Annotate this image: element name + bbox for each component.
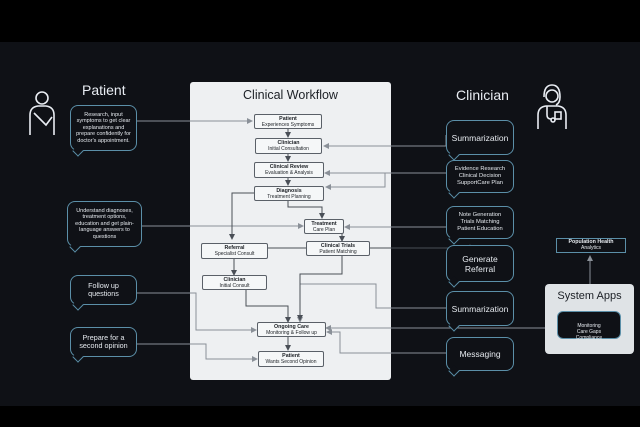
node-subtitle: Monitoring & Follow up (266, 330, 317, 336)
node-ongoing-care: Ongoing Care Monitoring & Follow up (257, 322, 326, 337)
population-health-box: Population Health Analytics (556, 238, 626, 253)
node-title: Diagnosis (276, 188, 302, 194)
bubble-text: Monitoring Care Gaps Compliance (575, 323, 603, 341)
node-title: Clinical Review (269, 164, 309, 170)
system-apps-bubble: Monitoring Care Gaps Compliance (557, 311, 621, 341)
node-diagnosis: Diagnosis Treatment Planning (254, 186, 324, 201)
node-title: Clinical Trials (320, 243, 356, 249)
node-subtitle: Experiences Symptoms (261, 122, 315, 128)
bubble-text: Follow up questions (88, 280, 119, 298)
node-title: Patient (282, 353, 300, 359)
clinician-bubble-summarization-2: Summarization (446, 291, 514, 326)
node-title: Ongoing Care (273, 324, 310, 330)
clinician-bubble-generate-referral: Generate Referral (446, 245, 514, 282)
node-clinical-review: Clinical Review Evaluation & Analysis (254, 162, 324, 178)
clinician-icon (537, 84, 567, 129)
system-apps-panel: System Apps Monitoring Care Gaps Complia… (545, 284, 634, 354)
node-title: Treatment (311, 221, 337, 227)
node-clinician-initial-consultation: Clinician Initial Consultation (255, 138, 322, 154)
bubble-text: Note Generation Trials Matching Patient … (457, 212, 503, 232)
bubble-text: Prepare for a second opinion (79, 332, 128, 350)
node-title: Patient (279, 116, 297, 122)
node-patient-second-opinion: Patient Wants Second Opinion (258, 351, 324, 367)
node-referral: Referral Specialist Consult (201, 243, 268, 259)
clinician-column-title: Clinician (456, 87, 509, 103)
bubble-text: Evidence Research Clinical Decision Supp… (454, 166, 506, 186)
node-subtitle: Evaluation & Analysis (265, 170, 313, 176)
node-title: Clinician (277, 140, 300, 146)
node-subtitle: Wants Second Opinion (265, 359, 317, 365)
node-patient-symptoms: Patient Experiences Symptoms (254, 114, 322, 129)
patient-bubble-research: Research, input symptoms to get clear ex… (70, 105, 137, 151)
clinician-bubble-evidence-research: Evidence Research Clinical Decision Supp… (446, 160, 514, 193)
clinician-bubble-messaging: Messaging (446, 337, 514, 371)
bubble-text: Research, input symptoms to get clear ex… (76, 111, 131, 144)
patient-bubble-follow-up: Follow up questions (70, 275, 137, 305)
node-subtitle: Initial Consultation (268, 146, 309, 152)
clinical-workflow-title: Clinical Workflow (243, 88, 338, 102)
node-title: Clinician (223, 277, 246, 283)
system-apps-title: System Apps (557, 290, 622, 302)
bubble-text: Summarization (451, 132, 509, 143)
node-title: Referral (224, 245, 245, 251)
node-clinical-trials: Clinical Trials Patient Matching (306, 241, 370, 256)
node-clinician-initial-consult: Clinician Initial Consult (202, 275, 267, 290)
bubble-text: Messaging (459, 349, 501, 359)
node-subtitle: Patient Matching (319, 249, 357, 255)
node-subtitle: Initial Consult (219, 283, 250, 289)
node-subtitle: Specialist Consult (214, 251, 255, 257)
clinician-bubble-note-generation: Note Generation Trials Matching Patient … (446, 206, 514, 239)
bubble-text: Generate Referral (462, 253, 498, 274)
population-health-subtitle: Analytics (580, 245, 601, 251)
patient-bubble-understand: Understand diagnoses, treatment options,… (67, 201, 142, 247)
node-treatment: Treatment Care Plan (304, 219, 344, 234)
bubble-text: Understand diagnoses, treatment options,… (75, 207, 134, 240)
bubble-text: Summarization (451, 303, 509, 314)
patient-column-title: Patient (82, 82, 126, 98)
patient-bubble-second-opinion: Prepare for a second opinion (70, 327, 137, 357)
patient-icon (29, 91, 55, 135)
node-subtitle: Treatment Planning (267, 194, 311, 200)
node-subtitle: Care Plan (312, 227, 336, 233)
clinician-bubble-summarization: Summarization (446, 120, 514, 155)
population-health-title: Population Health (568, 239, 614, 245)
